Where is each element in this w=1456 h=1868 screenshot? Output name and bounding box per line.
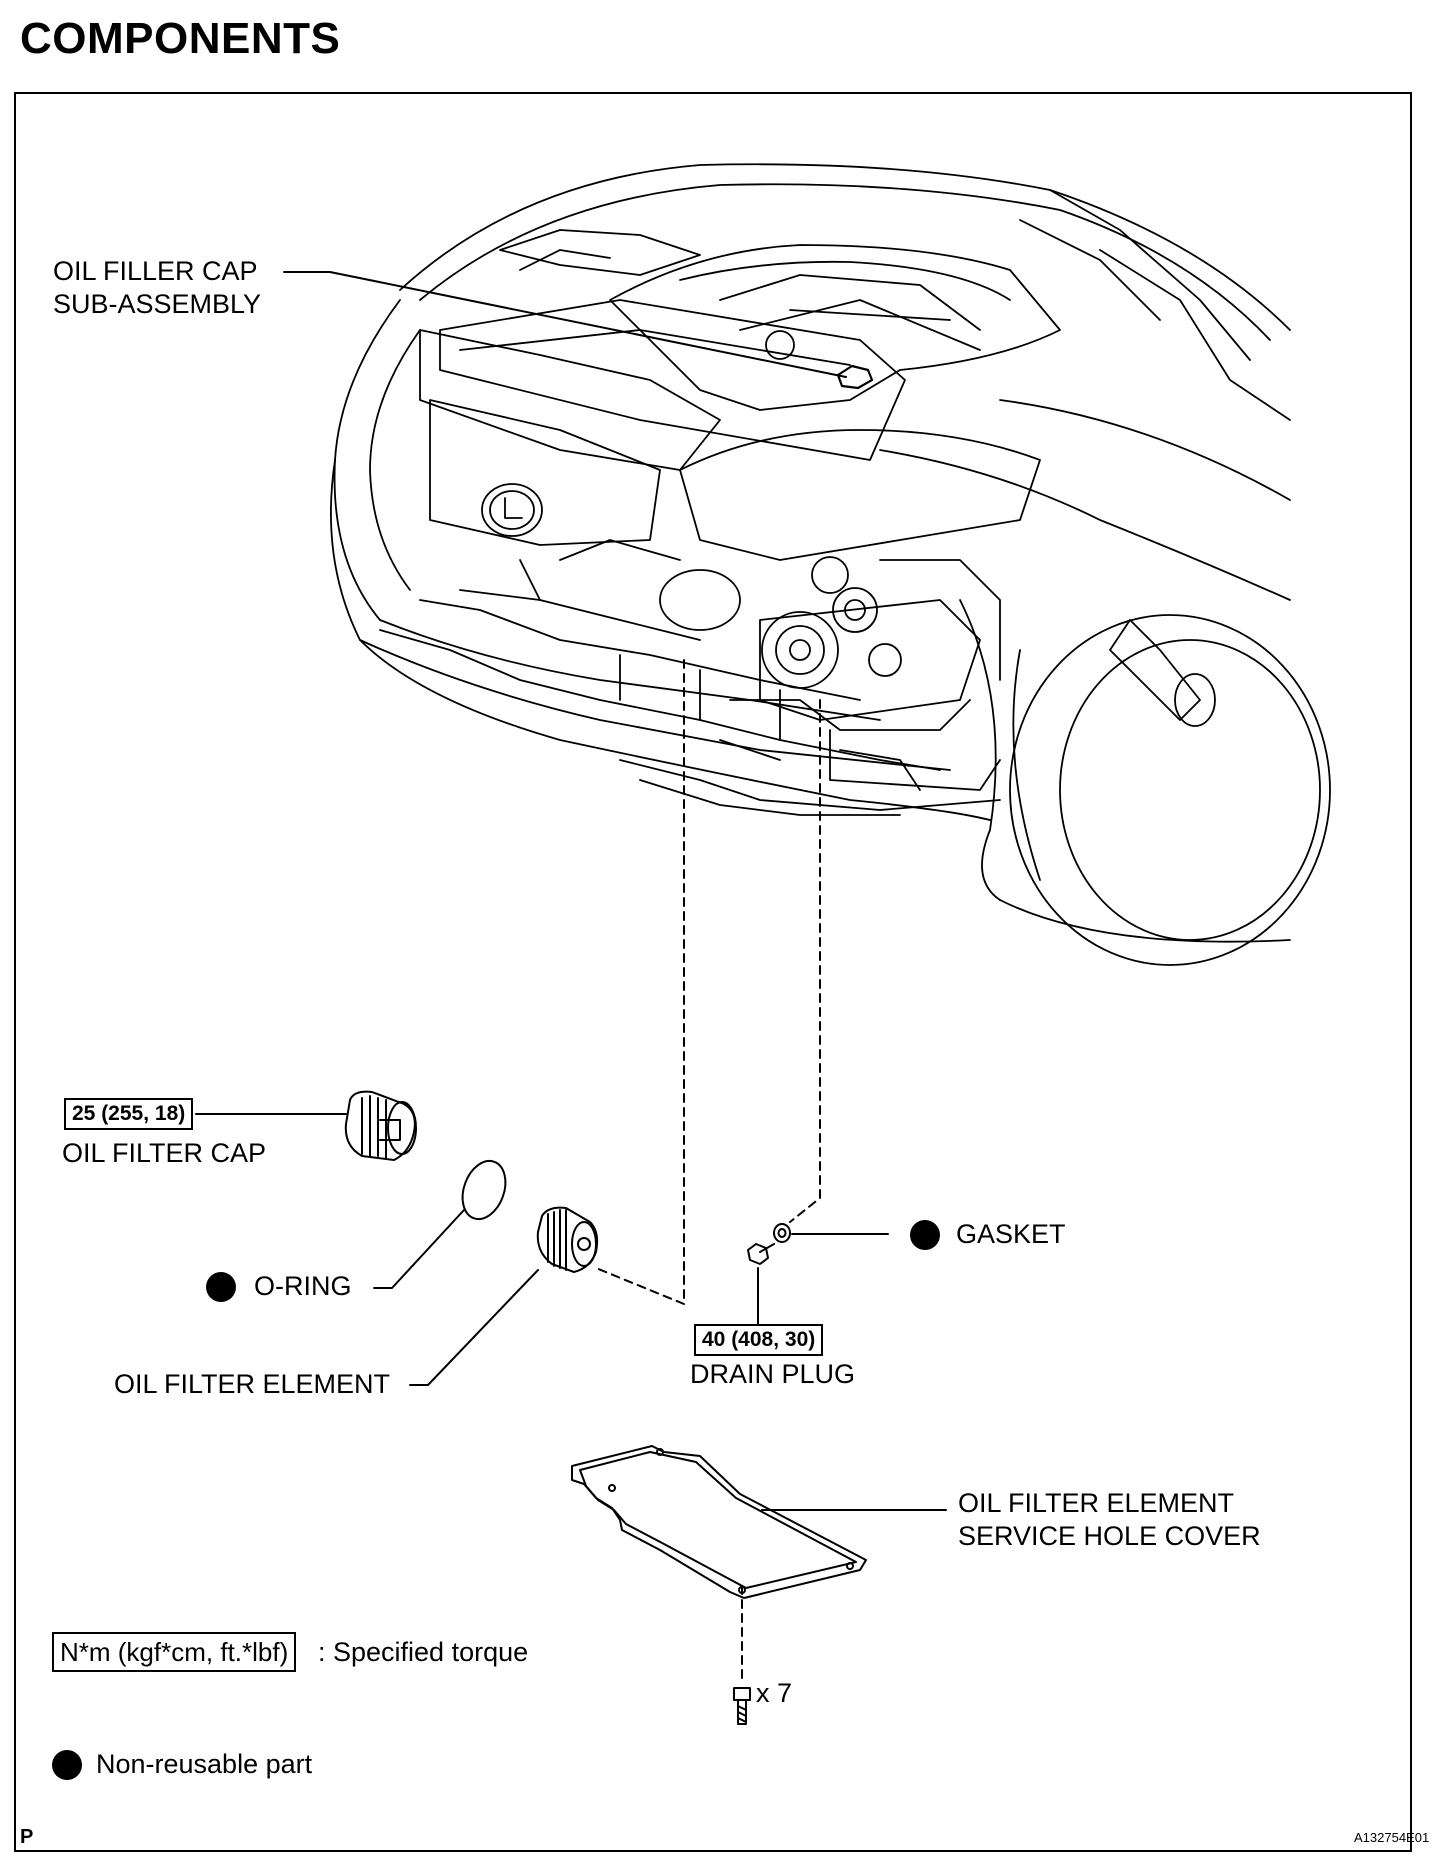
bolt-icon xyxy=(733,1687,751,1725)
service-hole-cover-label-line1: OIL FILTER ELEMENT xyxy=(958,1488,1235,1518)
bolt-quantity-label: x 7 xyxy=(756,1678,793,1708)
service-hole-cover-label: OIL FILTER ELEMENT SERVICE HOLE COVER xyxy=(958,1487,1261,1553)
service-hole-cover-label-line2: SERVICE HOLE COVER xyxy=(958,1521,1261,1551)
non-reusable-icon xyxy=(206,1272,236,1302)
dashed-install-lines xyxy=(595,659,821,1681)
oil-filler-cap-label-line2: SUB-ASSEMBLY xyxy=(53,289,262,319)
drain-plug-part xyxy=(747,1243,775,1265)
oil-filter-element-label: OIL FILTER ELEMENT xyxy=(114,1369,391,1399)
vehicle-front-drawing xyxy=(330,163,1331,966)
oil-filler-cap-label: OIL FILLER CAP SUB-ASSEMBLY xyxy=(53,255,261,321)
oil-filter-element-part xyxy=(536,1206,599,1273)
non-reusable-legend-label: Non-reusable part xyxy=(96,1749,313,1779)
gasket-label: GASKET xyxy=(956,1219,1066,1249)
torque-units-legend: N*m (kgf*cm, ft.*lbf) xyxy=(52,1632,297,1672)
oil-filter-cap-label: OIL FILTER CAP xyxy=(62,1138,267,1168)
diagram-frame xyxy=(14,92,1412,1852)
oil-filler-cap-label-line1: OIL FILLER CAP xyxy=(53,256,258,286)
service-hole-cover-part xyxy=(571,1445,867,1599)
non-reusable-icon xyxy=(910,1220,940,1250)
o-ring-part xyxy=(461,1159,507,1221)
figure-id: A132754E01 xyxy=(1354,1830,1430,1845)
non-reusable-legend-icon xyxy=(52,1750,82,1780)
torque-units-description: : Specified torque xyxy=(318,1637,529,1667)
gasket-part xyxy=(773,1223,791,1243)
drain-plug-label: DRAIN PLUG xyxy=(690,1359,856,1389)
oil-filter-cap-part xyxy=(344,1090,417,1161)
leader-lines xyxy=(195,271,947,1511)
page-title: COMPONENTS xyxy=(20,14,341,63)
footer-left-mark: P xyxy=(20,1826,34,1848)
drain-plug-torque-value: 40 (408, 30) xyxy=(694,1324,824,1356)
oil-filter-cap-torque-value: 25 (255, 18) xyxy=(64,1098,194,1130)
o-ring-label: O-RING xyxy=(254,1271,352,1301)
